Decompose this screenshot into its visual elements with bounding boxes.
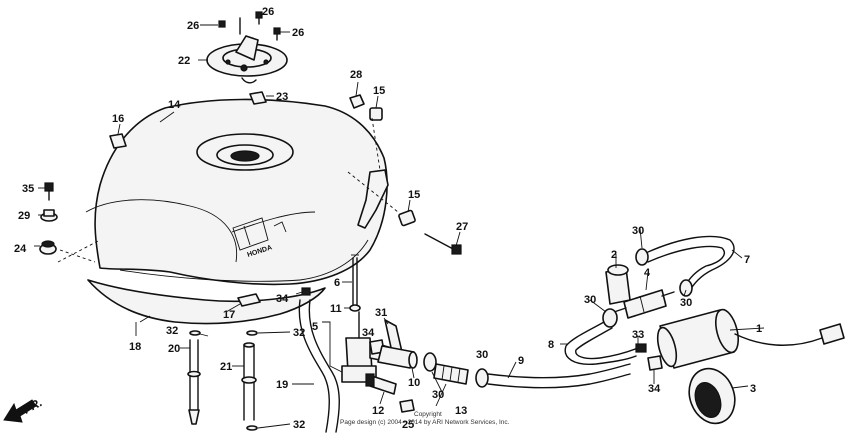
clip-30b [475, 368, 489, 388]
callout-34a: 34 [276, 293, 289, 305]
callout-10: 10 [408, 377, 420, 389]
clip-32a [189, 330, 201, 336]
fuel-tube-19 [298, 299, 340, 433]
bolt-35 [44, 182, 54, 201]
washer-23 [249, 91, 267, 105]
copyright-line-1: Copyright [414, 411, 442, 418]
fuel-tank: HONDA [85, 98, 389, 286]
callout-28: 28 [350, 69, 362, 81]
tube-joint-10 [377, 345, 418, 369]
callout-14: 14 [168, 99, 181, 111]
callout-16: 16 [112, 113, 124, 125]
callout-34c: 34 [648, 383, 661, 395]
callout-34b: 34 [362, 327, 375, 339]
callout-4: 4 [644, 267, 651, 279]
fuel-filter-4 [613, 289, 675, 319]
callout-11: 11 [330, 303, 342, 315]
callout-9: 9 [518, 355, 524, 367]
callout-19: 19 [276, 379, 288, 391]
clip-25 [399, 399, 415, 413]
callout-22: 22 [178, 55, 190, 67]
screw-33 [635, 343, 647, 353]
callout-3: 3 [750, 383, 756, 395]
arrow-down-left-icon [3, 399, 37, 423]
fuel-tube-9 [487, 363, 631, 389]
screw-34a [301, 287, 311, 296]
cushion-3 [688, 367, 736, 425]
callout-5: 5 [312, 321, 318, 333]
callout-18: 18 [129, 341, 141, 353]
callout-2: 2 [611, 249, 617, 261]
clip-32c [246, 425, 258, 431]
clip-30e [602, 308, 618, 328]
bolt-27 [424, 233, 462, 255]
filter-13 [433, 363, 469, 385]
callout-15b: 15 [408, 189, 420, 201]
callout-26c: 26 [292, 27, 304, 39]
callout-7: 7 [744, 254, 750, 266]
copyright-line-2: Page design (c) 2004 - 2014 by ARI Netwo… [340, 419, 510, 426]
callout-32b: 32 [293, 327, 305, 339]
callout-21: 21 [220, 361, 232, 373]
callout-29: 29 [18, 210, 30, 222]
damper-2 [605, 264, 631, 305]
o-ring-11 [349, 304, 361, 312]
callout-30c: 30 [680, 297, 692, 309]
callout-30a: 30 [632, 225, 644, 237]
callout-20: 20 [168, 343, 180, 355]
bolt-26a [218, 20, 226, 28]
washer-29 [40, 209, 58, 222]
bolt-12 [365, 373, 397, 395]
drain-tube-21 [241, 342, 257, 421]
callout-23: 23 [276, 91, 288, 103]
callout-33: 33 [632, 329, 644, 341]
clip-30a [423, 352, 437, 372]
breather-tube-20 [187, 339, 201, 425]
callout-27: 27 [456, 221, 468, 233]
callout-25: 25 [402, 419, 414, 431]
callout-17: 17 [223, 309, 235, 321]
callout-26b: 26 [262, 6, 274, 18]
clip-30d [679, 279, 693, 297]
front-direction-indicator: FR. [3, 395, 44, 423]
fuel-pump-1 [656, 308, 845, 369]
screw-34c [647, 355, 663, 371]
callout-8: 8 [548, 339, 554, 351]
fuel-tube-8 [564, 321, 639, 365]
callout-labels: 1 2 3 4 5 6 7 8 9 10 11 12 13 14 15 15 1… [14, 6, 762, 431]
gauge-tube-6 [351, 254, 359, 311]
tank-cover-18 [87, 279, 326, 325]
callout-35: 35 [22, 183, 34, 195]
rubber-16 [109, 133, 127, 149]
cushion-24 [39, 240, 57, 255]
clip-30c [635, 248, 649, 266]
callout-32a: 32 [166, 325, 178, 337]
nut-28 [349, 94, 365, 109]
callout-13: 13 [455, 405, 467, 417]
callout-30e: 30 [476, 349, 488, 361]
clip-32b [246, 330, 258, 336]
callout-26a: 26 [187, 20, 199, 32]
collar-15b [398, 209, 416, 227]
leader-lines [34, 11, 765, 429]
callout-30d: 30 [432, 389, 444, 401]
callout-30b: 30 [584, 294, 596, 306]
fuel-tube-7 [647, 235, 735, 291]
callout-15a: 15 [373, 85, 385, 97]
callout-31: 31 [375, 307, 387, 319]
copyright: Copyright Page design (c) 2004 - 2014 by… [340, 411, 510, 426]
clip-17 [237, 293, 261, 307]
callout-6: 6 [334, 277, 340, 289]
callout-32c: 32 [293, 419, 305, 431]
callout-24: 24 [14, 243, 27, 255]
bolt-26c [273, 27, 281, 41]
callout-12: 12 [372, 405, 384, 417]
callout-1: 1 [756, 323, 762, 335]
